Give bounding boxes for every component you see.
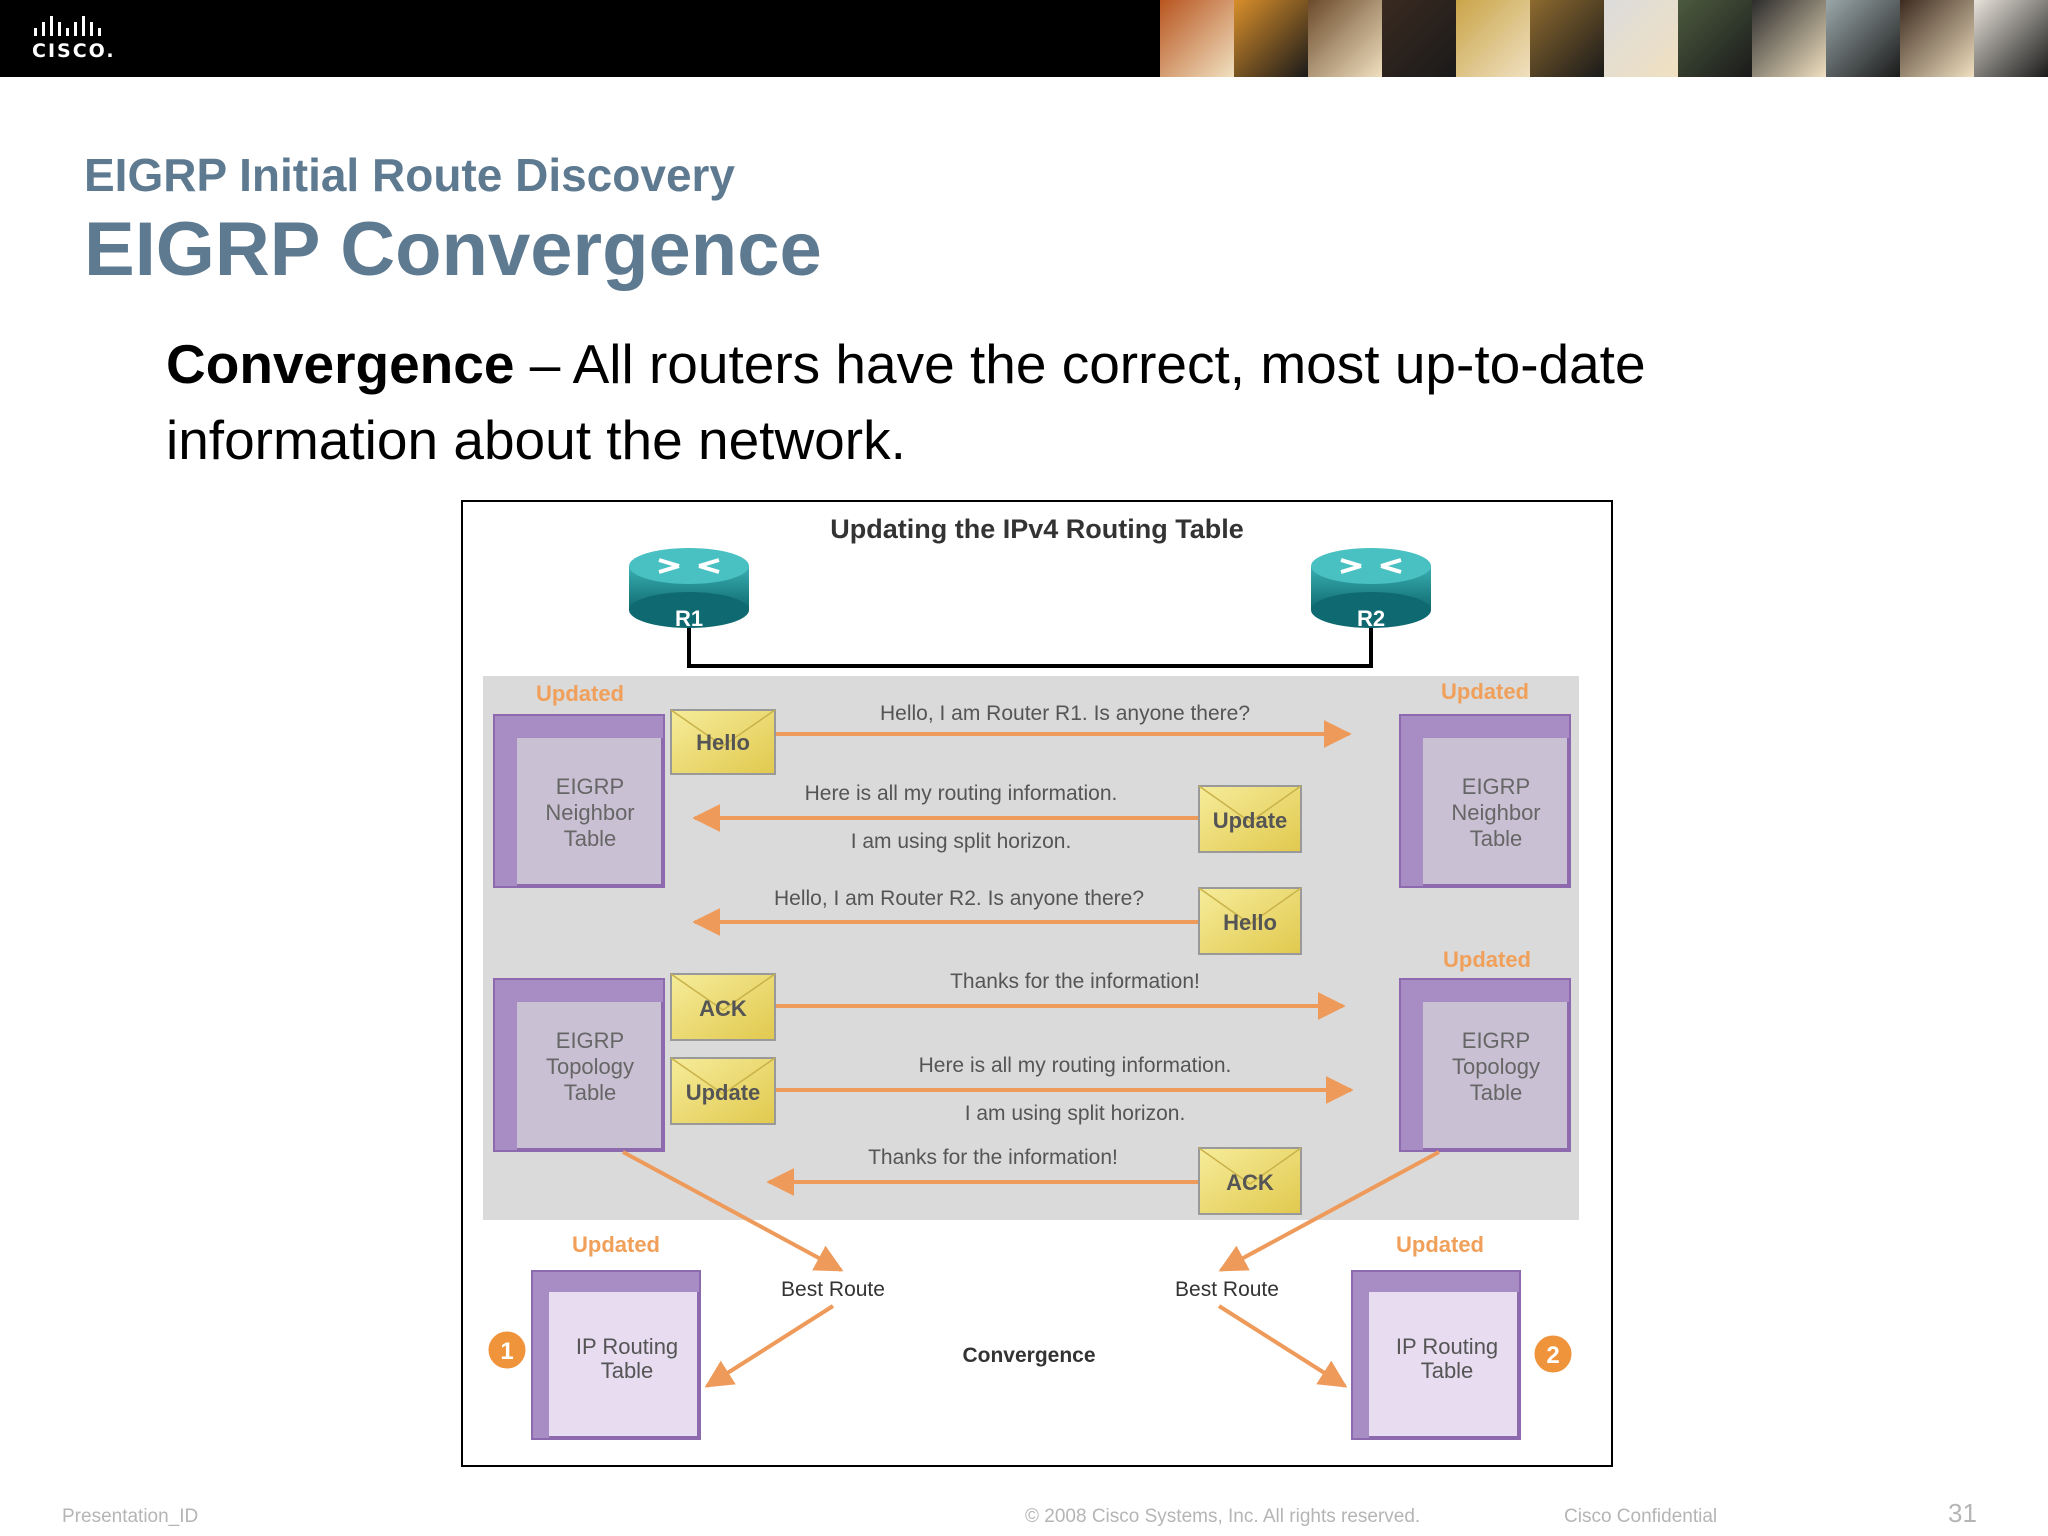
r2-topology-table-line3: Table <box>1470 1080 1523 1105</box>
r1-routing-table-line1: IP Routing <box>576 1334 678 1359</box>
photo-tile <box>1382 0 1456 77</box>
step-1-number: 1 <box>500 1338 513 1365</box>
r2-neighbor-table-line1: EIGRP <box>1462 774 1530 799</box>
message-exchange-panel <box>483 676 1579 1220</box>
r1-neighbor-table: EIGRP Neighbor Table <box>493 714 665 888</box>
r1-topology-table-line3: Table <box>564 1080 617 1105</box>
updated-label-r1-routing: Updated <box>572 1232 660 1257</box>
hello-envelope-r2: Hello <box>1198 887 1302 955</box>
r1-topology-table-line1: EIGRP <box>556 1028 624 1053</box>
r1-neighbor-table-line1: EIGRP <box>556 774 624 799</box>
r1-topology-table: EIGRP Topology Table <box>493 978 665 1152</box>
best-route-label-r1: Best Route <box>781 1278 885 1301</box>
r1-routing-table-line2: Table <box>601 1358 654 1383</box>
photo-tile <box>1826 0 1900 77</box>
hello-r1-text: Hello, I am Router R1. Is anyone there? <box>880 702 1250 725</box>
update-r1-text-line2: I am using split horizon. <box>965 1102 1186 1125</box>
update-r1-text-line1: Here is all my routing information. <box>919 1054 1232 1077</box>
ack-r1-text: Thanks for the information! <box>950 970 1200 993</box>
r1-topology-to-best-route-arrow <box>622 1150 844 1272</box>
ack-envelope-r2-label: ACK <box>1226 1170 1274 1195</box>
photo-tile <box>1900 0 1974 77</box>
cisco-logo: CISCO. <box>32 14 122 64</box>
best-route-label-r2: Best Route <box>1175 1278 1279 1301</box>
update-r2-text-line2: I am using split horizon. <box>851 830 1072 853</box>
r2-neighbor-table-line2: Neighbor <box>1451 800 1540 825</box>
updated-label-r2-neighbor: Updated <box>1441 679 1529 704</box>
photo-tile <box>1308 0 1382 77</box>
figure-frame: Updating the IPv4 Routing Table R1 R2 Up… <box>461 500 1613 1467</box>
hello-envelope-r1: Hello <box>670 709 776 775</box>
updated-label-r2-topology: Updated <box>1443 947 1531 972</box>
step-2-number: 2 <box>1546 1342 1559 1369</box>
updated-label-r2-routing: Updated <box>1396 1232 1484 1257</box>
r2-topology-table-line1: EIGRP <box>1462 1028 1530 1053</box>
photo-tile <box>1752 0 1826 77</box>
router-r1-label: R1 <box>675 606 703 631</box>
eigrp-convergence-diagram: Updating the IPv4 Routing Table R1 R2 Up… <box>483 514 1579 1440</box>
router-link <box>687 614 1373 668</box>
r2-ip-routing-table: IP Routing Table <box>1351 1270 1521 1440</box>
update-envelope-r1: Update <box>670 1057 776 1125</box>
router-r1-icon: R1 <box>629 548 749 631</box>
update-r2-text-line1: Here is all my routing information. <box>805 782 1118 805</box>
footer-confidential: Cisco Confidential <box>1564 1506 1718 1527</box>
definition-text: Convergence – All routers have the corre… <box>166 326 1766 478</box>
router-r2-label: R2 <box>1357 606 1385 631</box>
r2-neighbor-table: EIGRP Neighbor Table <box>1399 714 1571 888</box>
convergence-label: Convergence <box>962 1344 1095 1367</box>
page-number: 31 <box>1948 1498 1977 1528</box>
hello-r2-text: Hello, I am Router R2. Is anyone there? <box>774 887 1144 910</box>
update-envelope-r2: Update <box>1198 785 1302 853</box>
r2-topology-table-line2: Topology <box>1452 1054 1540 1079</box>
footer-presentation-id: Presentation_ID <box>62 1506 199 1527</box>
r1-topology-table-line2: Topology <box>546 1054 634 1079</box>
definition-term: Convergence <box>166 333 515 395</box>
definition-body: – All routers have the correct, most up-… <box>166 333 1646 471</box>
step-2-badge: 2 <box>1531 1332 1575 1376</box>
step-1-badge: 1 <box>485 1328 529 1372</box>
hello-envelope-r1-label: Hello <box>696 730 750 755</box>
r1-ip-routing-table: IP Routing Table <box>531 1270 701 1440</box>
photo-tile <box>1974 0 2048 77</box>
slide-subtitle: EIGRP Initial Route Discovery <box>84 149 736 201</box>
photo-tile <box>1234 0 1308 77</box>
photo-tile <box>1160 0 1234 77</box>
r2-topology-table: EIGRP Topology Table <box>1399 978 1571 1152</box>
update-envelope-r2-label: Update <box>1213 808 1288 833</box>
r1-neighbor-table-line2: Neighbor <box>545 800 634 825</box>
ack-r2-text: Thanks for the information! <box>868 1146 1118 1169</box>
hello-envelope-r2-label: Hello <box>1223 910 1277 935</box>
updated-label-r1-neighbor: Updated <box>536 681 624 706</box>
figure-heading: Updating the IPv4 Routing Table <box>830 514 1244 544</box>
r1-best-route-to-routing-arrow <box>704 1304 835 1388</box>
ack-envelope-r1-label: ACK <box>699 996 747 1021</box>
top-banner: CISCO. <box>0 0 2048 77</box>
photo-tile <box>1604 0 1678 77</box>
r2-best-route-to-routing-arrow <box>1217 1304 1348 1388</box>
slide-title: EIGRP Convergence <box>84 207 822 292</box>
r2-routing-table-line2: Table <box>1421 1358 1474 1383</box>
photo-tile <box>1678 0 1752 77</box>
r2-routing-table-line1: IP Routing <box>1396 1334 1498 1359</box>
r2-neighbor-table-line3: Table <box>1470 826 1523 851</box>
update-envelope-r1-label: Update <box>686 1080 761 1105</box>
ack-envelope-r2: ACK <box>1198 1147 1302 1215</box>
logo-wordmark: CISCO. <box>32 40 116 62</box>
cisco-bars-icon <box>34 16 101 36</box>
r2-topology-to-best-route-arrow <box>1218 1150 1440 1272</box>
photo-tile <box>1456 0 1530 77</box>
people-photo-strip <box>1160 0 2048 77</box>
footer-copyright: © 2008 Cisco Systems, Inc. All rights re… <box>1025 1506 1421 1527</box>
ack-envelope-r1: ACK <box>670 973 776 1041</box>
r1-neighbor-table-line3: Table <box>564 826 617 851</box>
photo-tile <box>1530 0 1604 77</box>
router-r2-icon: R2 <box>1311 548 1431 631</box>
